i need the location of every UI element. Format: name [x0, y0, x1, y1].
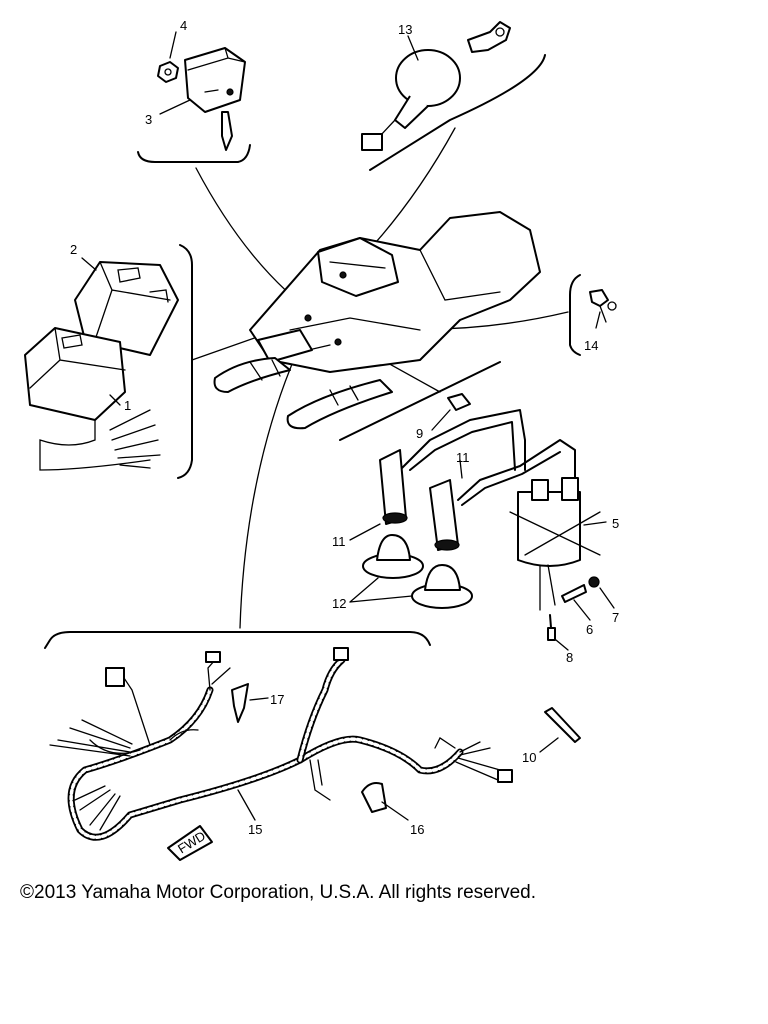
- callout-16: 16: [410, 822, 424, 837]
- callout-5: 5: [612, 516, 619, 531]
- callout-6: 6: [586, 622, 593, 637]
- callout-9: 9: [416, 426, 423, 441]
- part-10-bolt: [544, 707, 581, 743]
- part-1-cdi-unit: [24, 327, 161, 471]
- callout-11-left: 11: [332, 534, 346, 549]
- part-4-nut: [157, 61, 179, 83]
- callout-11-right: 11: [456, 450, 470, 465]
- copyright-notice: ©2013 Yamaha Motor Corporation, U.S.A. A…: [20, 882, 536, 903]
- part-6-bolt: [561, 584, 587, 603]
- callout-2: 2: [70, 242, 77, 257]
- parts-diagram: 4 3 13 2 1 14 9 11 11 12 5 6 7 8 10 17 1…: [24, 18, 619, 861]
- group-bracket-top-left: [137, 144, 251, 163]
- group-bracket-left: [177, 244, 193, 479]
- callout-10: 10: [522, 750, 536, 765]
- part-12-boot-left: [362, 534, 424, 579]
- callout-4: 4: [180, 18, 187, 33]
- part-9-grommet: [447, 393, 471, 411]
- part-3-regulator: [184, 47, 246, 151]
- part-14-clip: [589, 289, 617, 323]
- callout-1: 1: [124, 398, 131, 413]
- callout-15: 15: [248, 822, 262, 837]
- part-17-clamp: [231, 683, 249, 723]
- part-5-ignition-coil: [509, 477, 601, 611]
- callout-8: 8: [566, 650, 573, 665]
- group-bracket-top-right: [369, 54, 546, 171]
- snowmobile-drawing: [213, 211, 541, 430]
- group-bracket-bottom: [44, 631, 431, 649]
- part-12-boot-right: [411, 564, 473, 609]
- part-7-washer: [588, 576, 600, 588]
- leader-line-harness: [239, 344, 301, 629]
- callout-3: 3: [145, 112, 152, 127]
- callout-13: 13: [398, 22, 412, 37]
- callout-14: 14: [584, 338, 598, 353]
- callout-7: 7: [612, 610, 619, 625]
- group-bracket-right: [569, 274, 581, 356]
- part-13-main-switch: [361, 21, 511, 151]
- part-16-bracket: [361, 782, 387, 813]
- part-8-lead: [547, 614, 556, 641]
- group-bracket-middle: [339, 361, 501, 441]
- part-15-wire-harness: [49, 647, 513, 861]
- callout-17: 17: [270, 692, 284, 707]
- spark-plug-leads: [379, 409, 576, 551]
- part-2-cover: [74, 261, 179, 356]
- callout-12: 12: [332, 596, 346, 611]
